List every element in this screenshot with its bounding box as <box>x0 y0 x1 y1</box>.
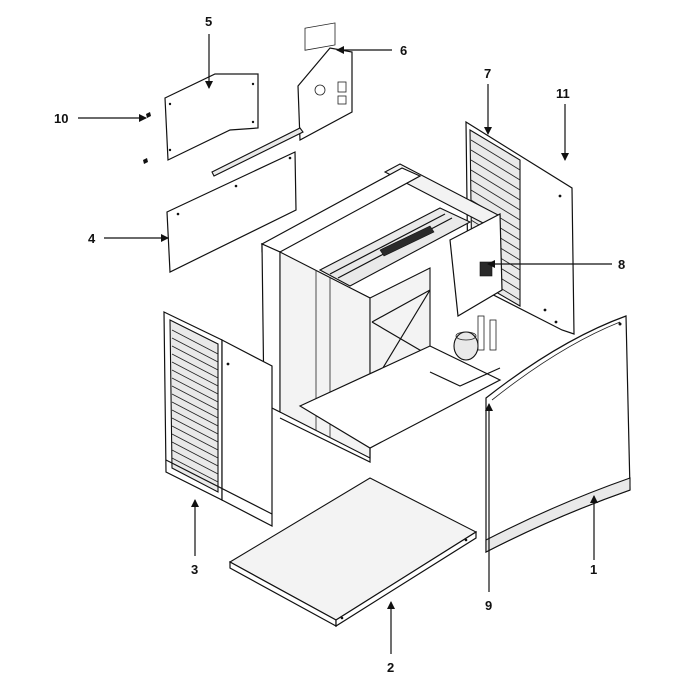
callout-5: 5 <box>205 14 212 29</box>
leader-lines <box>78 34 612 654</box>
part-2-base-panel <box>228 477 478 628</box>
callout-11: 11 <box>556 86 570 101</box>
callout-8: 8 <box>618 257 625 272</box>
part-10-screws <box>143 112 151 164</box>
part-6-control-panel <box>211 22 353 177</box>
part-1-front-door <box>485 315 631 553</box>
callout-6: 6 <box>400 43 407 58</box>
callout-9: 9 <box>485 598 492 613</box>
part-5-top-panel <box>164 73 259 161</box>
part-3-left-front-panel <box>163 311 273 527</box>
callout-4: 4 <box>88 231 96 246</box>
callout-1: 1 <box>590 562 597 577</box>
cabinet-frame <box>260 163 503 463</box>
part-4-panel <box>166 151 297 273</box>
callout-3: 3 <box>191 562 198 577</box>
callout-2: 2 <box>387 660 394 675</box>
callout-7: 7 <box>484 66 491 81</box>
callout-10: 10 <box>54 111 68 126</box>
callout-labels: 1 2 3 4 5 6 7 8 9 10 11 <box>54 14 625 675</box>
